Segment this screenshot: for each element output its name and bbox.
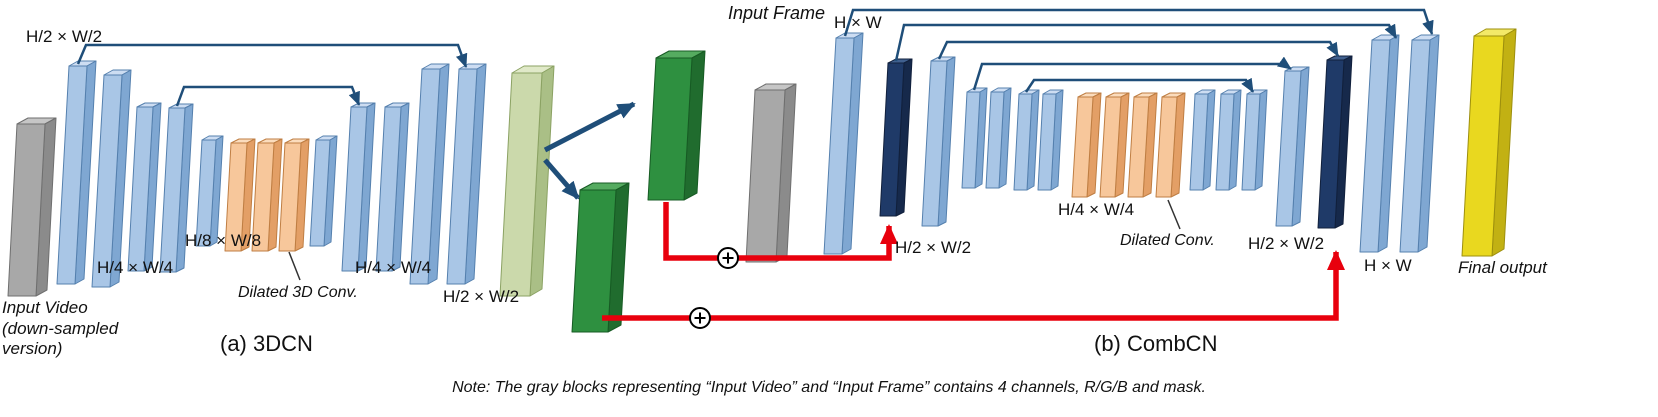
block-b-dec-h4-3 <box>1241 89 1268 191</box>
block-b-dec-h4-2 <box>1215 89 1242 191</box>
block-b-dilated-3 <box>1127 92 1158 198</box>
skip-connection-b-5 <box>1024 77 1255 93</box>
skip-connection-a-inner <box>175 85 361 107</box>
callout-line-dilated <box>1167 199 1181 230</box>
sum-node-upper <box>717 247 739 269</box>
block-a-dec-h2-1 <box>409 63 450 285</box>
block-b-enc-h2 <box>921 56 956 227</box>
layer-blocks <box>7 28 1517 333</box>
block-a-enc-h2-2 <box>91 69 132 288</box>
block-a-output-lightgreen <box>499 65 555 297</box>
callout-line-dilated-3d <box>288 251 301 281</box>
skip-connection-b-1 <box>843 8 1434 37</box>
residual-connection-lower <box>602 250 1345 321</box>
layer-arrows <box>76 8 1434 321</box>
block-a-dec-h4-2 <box>375 102 410 272</box>
block-b-dec-h2 <box>1275 66 1310 227</box>
block-a-dec-h2-2 <box>446 63 487 285</box>
block-a-dec-h4-1 <box>341 102 376 272</box>
block-a-input-gray <box>7 117 57 297</box>
block-b-enc-h-1 <box>823 32 864 255</box>
block-b-enc-navy <box>879 58 913 217</box>
block-a-enc-h8 <box>195 135 224 247</box>
sum-node-lower <box>689 307 711 329</box>
block-a-dilated-3 <box>278 138 310 252</box>
block-a-dec-h8 <box>309 135 338 247</box>
block-b-dec-h-1 <box>1359 34 1400 253</box>
block-b-output-yellow <box>1461 28 1517 257</box>
block-b-dilated-1 <box>1071 92 1102 198</box>
block-b-dec-h-2 <box>1399 34 1440 253</box>
residual-connection-upper <box>663 202 898 261</box>
skip-connection-b-3 <box>937 40 1340 60</box>
block-b-input-gray <box>745 83 797 263</box>
block-a-enc-h2-1 <box>56 60 97 285</box>
block-b-enc-h4-3 <box>1013 89 1040 191</box>
block-b-dec-h4-1 <box>1189 89 1216 191</box>
block-a-dilated-2 <box>251 138 283 252</box>
block-a-dilated-1 <box>224 138 256 252</box>
skip-connection-b-2 <box>894 23 1398 62</box>
block-a-feature-lower-green <box>571 182 630 333</box>
feature-arrow-lower <box>543 158 580 200</box>
block-a-enc-h4-1 <box>127 102 162 272</box>
block-b-enc-h4-4 <box>1037 89 1064 191</box>
skip-connection-a-outer <box>76 43 468 68</box>
block-b-enc-h4-1 <box>961 87 988 189</box>
block-a-feature-upper-green <box>647 50 706 201</box>
layer-sum-nodes <box>689 247 739 329</box>
block-a-enc-h4-2 <box>159 103 194 273</box>
skip-connection-b-4 <box>972 56 1292 91</box>
block-b-dec-navy <box>1317 55 1353 229</box>
block-b-dilated-4 <box>1155 92 1186 198</box>
block-b-enc-h4-2 <box>985 87 1012 189</box>
feature-arrow-upper <box>543 101 636 153</box>
block-b-dilated-2 <box>1099 92 1130 198</box>
